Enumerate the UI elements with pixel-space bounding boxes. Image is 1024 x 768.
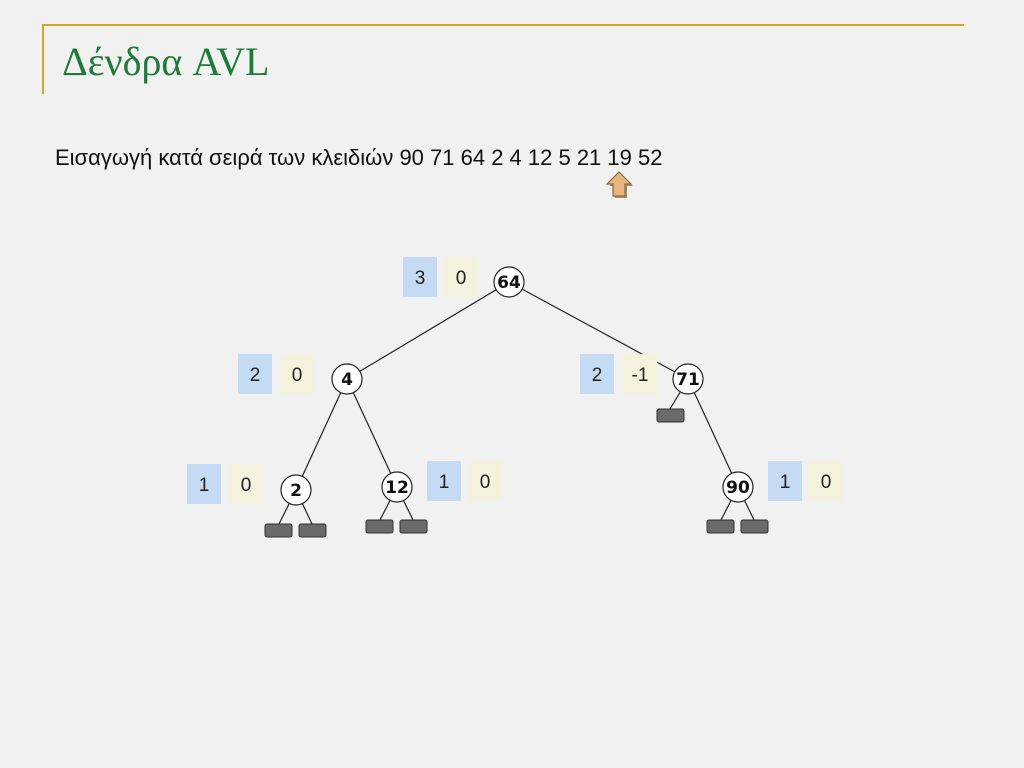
height-box: 3 xyxy=(403,257,437,297)
height-box: 1 xyxy=(768,461,802,501)
balance-value: 0 xyxy=(241,475,252,496)
height-box: 2 xyxy=(238,354,272,394)
tree-node: 2 xyxy=(280,474,312,506)
insertion-sequence-text: Εισαγωγή κατά σειρά των κλειδιών 90 71 6… xyxy=(55,145,663,170)
height-value: 3 xyxy=(415,268,426,289)
node-key: 4 xyxy=(341,370,353,390)
null-leaf xyxy=(706,519,735,534)
node-key: 64 xyxy=(497,273,521,293)
balance-value: 0 xyxy=(456,268,467,289)
balance-box: 0 xyxy=(229,464,263,504)
height-value: 1 xyxy=(199,475,210,496)
balance-box: 0 xyxy=(468,461,502,501)
title-rule-top xyxy=(42,24,964,26)
balance-value: 0 xyxy=(821,472,832,493)
null-leaf xyxy=(656,408,685,423)
height-value: 2 xyxy=(592,365,603,386)
balance-box: -1 xyxy=(623,354,657,394)
node-key: 90 xyxy=(726,478,750,498)
balance-box: 0 xyxy=(444,257,478,297)
tree-node: 12 xyxy=(381,471,413,503)
tree-node: 90 xyxy=(722,471,754,503)
balance-box: 0 xyxy=(809,461,843,501)
balance-value: 0 xyxy=(480,472,491,493)
height-box: 2 xyxy=(580,354,614,394)
null-leaf xyxy=(298,523,327,538)
up-arrow-icon xyxy=(605,171,633,198)
tree-edge xyxy=(295,378,348,491)
node-key: 12 xyxy=(385,478,409,498)
tree-node: 4 xyxy=(331,363,363,395)
balance-box: 0 xyxy=(280,354,314,394)
balance-value: 0 xyxy=(292,365,303,386)
tree-edge xyxy=(346,281,510,380)
null-leaf xyxy=(365,519,394,534)
height-box: 1 xyxy=(187,464,221,504)
node-key: 71 xyxy=(676,370,700,390)
height-value: 2 xyxy=(250,365,261,386)
tree-edge xyxy=(508,281,689,380)
height-value: 1 xyxy=(780,472,791,493)
slide-title: Δένδρα AVL xyxy=(62,39,270,84)
title-rule-left xyxy=(42,24,44,94)
tree-edge xyxy=(687,378,739,488)
height-box: 1 xyxy=(427,461,461,501)
tree-node: 71 xyxy=(672,363,704,395)
tree-edge xyxy=(346,378,398,488)
null-leaf xyxy=(399,519,428,534)
null-leaf xyxy=(264,523,293,538)
balance-value: -1 xyxy=(632,365,649,386)
node-key: 2 xyxy=(290,481,302,501)
tree-node: 64 xyxy=(493,266,525,298)
height-value: 1 xyxy=(439,472,450,493)
null-leaf xyxy=(740,519,769,534)
